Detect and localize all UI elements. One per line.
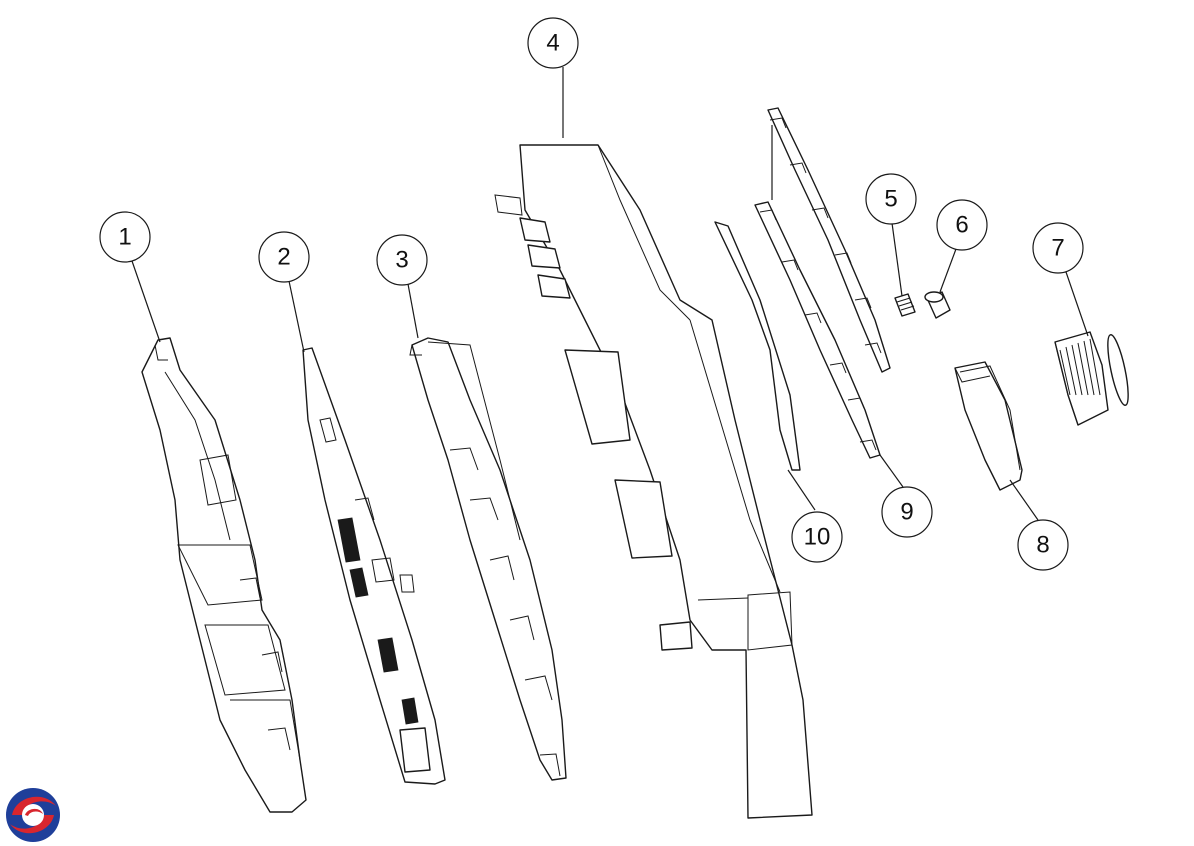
leader-lines (131, 67, 1089, 521)
callout-6-label: 6 (955, 212, 968, 239)
callout-8-label: 8 (1036, 532, 1049, 559)
part-7-knob (1054, 331, 1129, 426)
leader-9 (879, 454, 904, 488)
callout-2: 2 (258, 231, 310, 283)
callout-10-label: 10 (804, 524, 831, 551)
callout-5: 5 (865, 173, 917, 225)
brand-logo (6, 788, 60, 842)
part-4-front-fascia (494, 144, 813, 819)
callout-7: 7 (1032, 222, 1084, 274)
part-1-housing (141, 337, 307, 813)
callout-4: 4 (527, 17, 579, 69)
leader-8 (1009, 479, 1039, 521)
leader-1 (131, 260, 161, 343)
part-6-button-cap (924, 291, 951, 319)
callout-1-label: 1 (118, 224, 131, 251)
part-8-knob-housing (954, 361, 1023, 491)
leader-5 (891, 222, 903, 297)
part-10-foil (714, 221, 801, 471)
part-5-spring (894, 293, 916, 317)
callout-4-label: 4 (546, 30, 559, 57)
callout-9-label: 9 (900, 499, 913, 526)
leader-10 (787, 469, 816, 511)
leader-6 (939, 248, 957, 293)
part-2-circuit-board (302, 347, 446, 785)
callout-2-label: 2 (277, 244, 290, 271)
callout-5-label: 5 (884, 186, 897, 213)
callout-3-label: 3 (395, 247, 408, 274)
logo-red-inner (25, 808, 43, 816)
callout-10: 10 (791, 511, 843, 563)
leader-7 (1065, 271, 1089, 337)
callout-9: 9 (881, 486, 933, 538)
callout-6: 6 (936, 199, 988, 251)
leader-3 (407, 283, 419, 339)
callout-1: 1 (99, 211, 151, 263)
part-9-button-strip (754, 107, 891, 459)
callout-7-label: 7 (1051, 235, 1064, 262)
part-3-mounting-plate (409, 337, 567, 781)
leader-2 (288, 280, 305, 353)
callout-8: 8 (1017, 519, 1069, 571)
callout-3: 3 (376, 234, 428, 286)
